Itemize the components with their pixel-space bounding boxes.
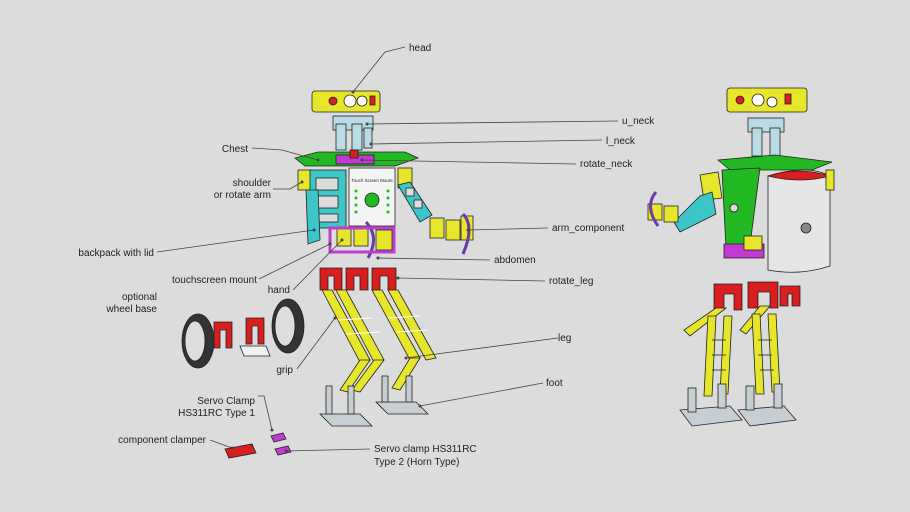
label-hand: hand [268,285,290,296]
label-servo-clamp-1-model: HS311RC Type 1 [178,408,255,419]
labels: head u_neck l_neck Chest rotate_neck sho… [78,43,655,468]
foot-part [319,375,429,427]
right-arm [397,181,433,223]
label-component-clamper: component clamper [118,435,206,446]
neck-parts [332,115,374,151]
label-shoulder-alt: or rotate arm [214,190,271,201]
label-rotate-leg: rotate_leg [549,276,593,287]
rotate-leg-part [319,267,397,291]
component-clamper-part [224,443,257,459]
label-leg: leg [558,333,571,344]
touchscreen-mount-part: Touch Screen Mount [348,167,396,227]
servo-clamp-type-2 [274,445,292,456]
label-l-neck: l_neck [606,136,636,147]
right-head [726,87,808,113]
right-feet [679,383,797,427]
left-robot: Touch Screen Mount [181,90,474,459]
right-chest [716,154,833,171]
label-shoulder: shoulder [233,178,272,189]
label-chest: Chest [222,144,248,155]
abdomen-part [328,226,396,254]
left-arm [305,189,321,245]
label-servo-clamp-1: Servo Clamp [197,396,255,407]
label-foot: foot [546,378,563,389]
label-u-neck: u_neck [622,116,655,127]
label-servo-clamp-2: Servo clamp HS311RC [374,444,477,455]
right-neck [747,117,785,157]
label-backpack: backpack with lid [78,248,154,259]
leader-lines [156,46,619,453]
label-head: head [409,43,431,54]
label-abdomen: abdomen [494,255,536,266]
servo-clamp-type-1 [270,432,287,443]
label-wheel-base: wheel base [105,304,157,315]
chest-part [294,149,420,167]
label-servo-clamp-2-type: Type 2 (Horn Type) [374,457,459,468]
arm-component-part [429,212,474,255]
right-legs [683,305,781,397]
head-part [311,90,381,113]
right-rotate-leg [713,281,801,311]
label-touchscreen-mount: touchscreen mount [172,275,257,286]
label-grip: grip [276,365,293,376]
label-arm-component: arm_component [552,223,624,234]
right-robot [647,87,835,427]
wheel-base-part [181,298,305,369]
right-robot-arm [647,191,717,233]
label-wheel-optional: optional [122,292,157,303]
touchscreen-text: Touch Screen Mount [351,178,393,183]
label-rotate-neck: rotate_neck [580,159,633,170]
leg-part [321,289,437,393]
right-backpack [766,169,835,273]
